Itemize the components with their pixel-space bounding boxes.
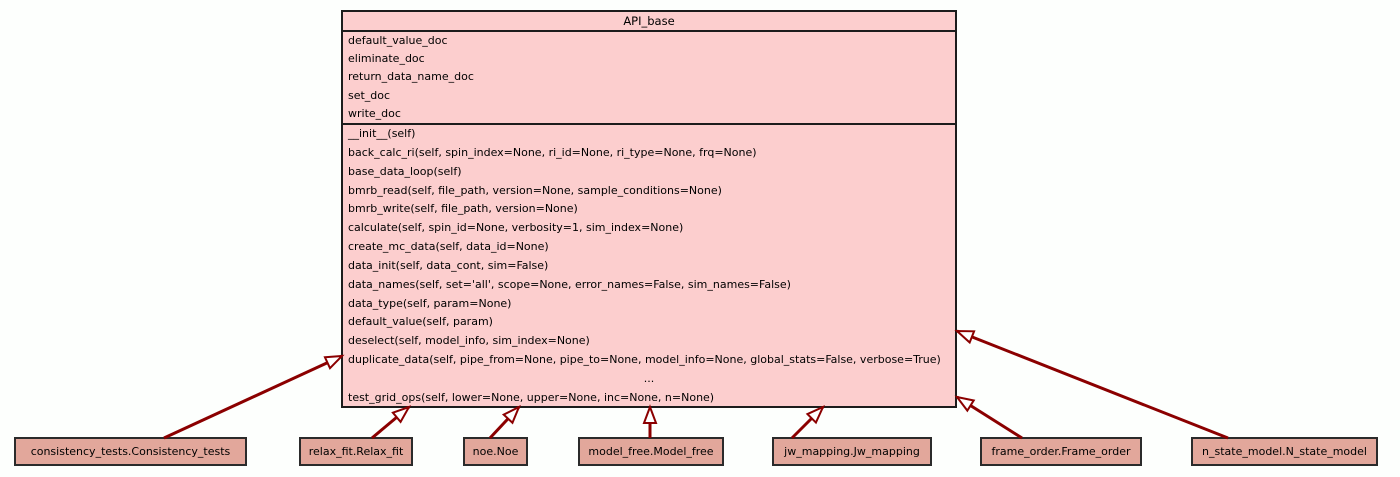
method-row: bmrb_read(self, file_path, version=None,…	[348, 183, 722, 197]
method-row: __init__(self)	[348, 127, 416, 140]
attribute-row: write_doc	[348, 106, 401, 120]
inheritance-arrow-consistency-tests	[163, 354, 345, 440]
method-row: deselect(self, model_info, sim_index=Non…	[348, 334, 590, 348]
method-row: calculate(self, spin_id=None, verbosity=…	[348, 221, 684, 235]
inheritance-arrow-noe	[488, 404, 521, 440]
attribute-row: default_value_doc	[348, 34, 448, 47]
methods-section: __init__(self) back_calc_ri(self, spin_i…	[343, 125, 955, 408]
inheritance-arrow-n-state-model	[954, 329, 1229, 440]
method-row: create_mc_data(self, data_id=None)	[348, 240, 549, 254]
ellipsis-row: ...	[643, 371, 655, 385]
method-row: test_grid_ops(self, lower=None, upper=No…	[348, 390, 715, 404]
attributes-section: default_value_doc eliminate_doc return_d…	[343, 32, 955, 125]
class-box-consistency-tests: consistency_tests.Consistency_tests	[14, 437, 247, 466]
method-row: base_data_loop(self)	[348, 164, 462, 178]
class-box-model-free: model_free.Model_free	[578, 437, 724, 466]
method-row: duplicate_data(self, pipe_from=None, pip…	[348, 353, 941, 367]
class-box-frame-order: frame_order.Frame_order	[980, 437, 1142, 466]
class-title: API_base	[343, 12, 955, 32]
method-row: back_calc_ri(self, spin_index=None, ri_i…	[348, 145, 757, 159]
inheritance-arrow-frame-order	[954, 395, 1023, 440]
class-box-jw-mapping: jw_mapping.Jw_mapping	[772, 437, 932, 466]
method-row: default_value(self, param)	[348, 315, 493, 329]
attribute-row: return_data_name_doc	[348, 70, 474, 84]
class-box-api-base: API_base default_value_doc eliminate_doc…	[341, 10, 957, 408]
attribute-row: set_doc	[348, 88, 391, 102]
method-row: data_names(self, set='all', scope=None, …	[348, 277, 791, 291]
method-row: bmrb_write(self, file_path, version=None…	[348, 202, 578, 216]
attribute-row: eliminate_doc	[348, 52, 425, 66]
class-box-relax-fit: relax_fit.Relax_fit	[299, 437, 413, 466]
class-box-n-state-model: n_state_model.N_state_model	[1191, 437, 1378, 466]
method-row: data_init(self, data_cont, sim=False)	[348, 258, 549, 272]
inheritance-arrow-jw-mapping	[790, 404, 826, 440]
inheritance-arrow-relax-fit	[371, 405, 412, 440]
method-row: data_type(self, param=None)	[348, 296, 512, 310]
class-box-noe: noe.Noe	[463, 437, 528, 466]
